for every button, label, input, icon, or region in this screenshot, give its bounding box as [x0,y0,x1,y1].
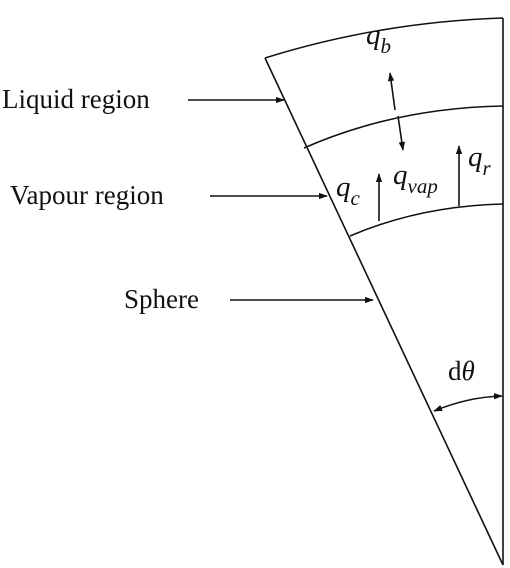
sphere-label: Sphere [124,284,199,314]
q-vap-arrow [397,115,405,151]
q-b-label: qb [366,19,391,58]
q-b-arrow [387,72,396,111]
liquid-vapour-interface-arc [303,105,504,149]
q-r-label: qr [468,141,492,180]
d-theta-label: dθ [448,356,475,386]
sphere-surface-arc [349,203,504,237]
angle-arc [433,393,503,412]
sector-left-edge [264,57,504,566]
q-c-label: qc [336,171,361,210]
vapour-region-label: Vapour region [10,180,164,210]
liquid-region-label: Liquid region [2,84,150,114]
outer-boundary-arc [264,17,504,59]
q-vap-label: qvap [393,159,438,198]
